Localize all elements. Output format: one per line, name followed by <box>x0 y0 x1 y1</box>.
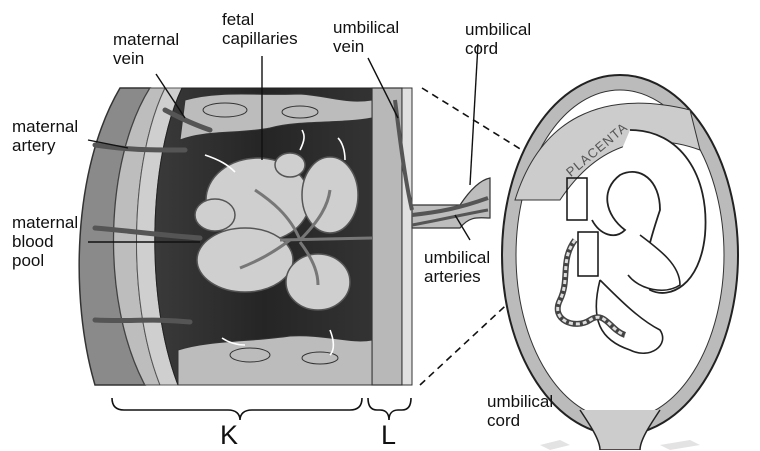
label-maternal-blood-pool: maternal blood pool <box>12 213 78 270</box>
label-umbilical-arteries: umbilical arteries <box>424 248 490 286</box>
label-k: K <box>220 420 238 451</box>
label-maternal-vein: maternal vein <box>113 30 179 68</box>
chorionic-plate <box>372 88 412 385</box>
label-umbilical-cord-bottom: umbilical cord <box>487 392 553 430</box>
label-l: L <box>381 420 396 451</box>
label-maternal-artery: maternal artery <box>12 117 78 155</box>
label-fetal-capillaries: fetal capillaries <box>222 10 298 48</box>
label-umbilical-vein: umbilical vein <box>333 18 399 56</box>
label-umbilical-cord-top: umbilical cord <box>465 20 531 58</box>
region-brackets <box>112 398 411 420</box>
